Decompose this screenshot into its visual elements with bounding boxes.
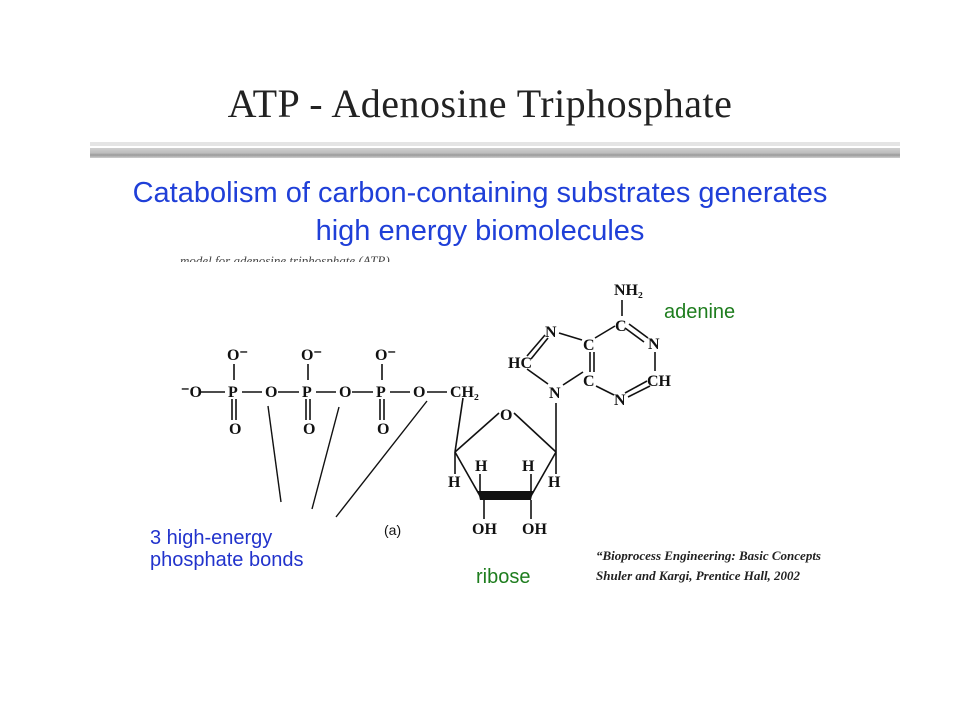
o-atom: O — [377, 421, 389, 438]
o-atom: O — [413, 384, 425, 401]
c-atom: C — [583, 373, 595, 390]
bond-pointer-line — [335, 400, 428, 518]
citation: “Bioprocess Engineering: Basic Concepts … — [596, 546, 821, 586]
o-atom: O — [303, 421, 315, 438]
n7-atom: N — [545, 324, 557, 341]
p-atom: P — [302, 384, 312, 401]
panel-label: (a) — [384, 522, 402, 538]
n3-atom: N — [614, 392, 626, 409]
p-atom: P — [228, 384, 238, 401]
title-divider — [90, 142, 900, 158]
adenine-label: adenine — [664, 301, 736, 323]
ch2-group: CH₂ — [450, 384, 479, 401]
h-atom: H — [548, 474, 561, 491]
oh-group: OH — [472, 521, 497, 538]
citation-line-2: Shuler and Kargi, Prentice Hall, 2002 — [596, 568, 801, 583]
ribose-wedge-left — [455, 452, 482, 499]
o-atom: O — [339, 384, 351, 401]
bond-pointer-line — [311, 406, 340, 510]
bonds-label-line-2: phosphate bonds — [150, 549, 304, 571]
bond-pointer-line — [267, 405, 282, 503]
o-minus-atom: ⁻O — [181, 384, 202, 401]
ch-group: CH — [647, 373, 672, 390]
ribose-wedge-right — [529, 452, 556, 499]
o-atom: O — [229, 421, 241, 438]
slide-subtitle: Catabolism of carbon-containing substrat… — [80, 174, 880, 250]
o-minus-atom: O⁻ — [227, 347, 248, 364]
cropped-figure-caption: model for adenosine triphosphate (ATP). — [180, 254, 393, 262]
citation-line-1: “Bioprocess Engineering: Basic Concepts — [596, 548, 821, 563]
h-atom: H — [448, 474, 461, 491]
c-atom: C — [583, 337, 595, 354]
nh2-group: NH₂ — [614, 282, 643, 299]
o-atom: O — [265, 384, 277, 401]
hc-group: HC — [508, 355, 532, 372]
slide-title: ATP - Adenosine Triphosphate — [227, 81, 733, 126]
bonds-label-line-1: 3 high-energy — [150, 527, 273, 549]
ring-o-atom: O — [500, 407, 512, 424]
p-atom: P — [376, 384, 386, 401]
h-atom: H — [522, 458, 535, 475]
n1-atom: N — [648, 336, 660, 353]
n9-atom: N — [549, 385, 561, 402]
subtitle-line-2: high energy biomolecules — [315, 215, 645, 247]
h-atom: H — [475, 458, 488, 475]
phosphate-bonds-label: 3 high-energy phosphate bonds — [150, 527, 370, 571]
subtitle-line-1: Catabolism of carbon-containing substrat… — [132, 177, 828, 209]
ribose-bold-bond — [478, 491, 533, 500]
ribose-label: ribose — [476, 566, 531, 588]
oh-group: OH — [522, 521, 547, 538]
o-minus-atom: O⁻ — [375, 347, 396, 364]
c-atom: C — [615, 318, 627, 335]
o-minus-atom: O⁻ — [301, 347, 322, 364]
